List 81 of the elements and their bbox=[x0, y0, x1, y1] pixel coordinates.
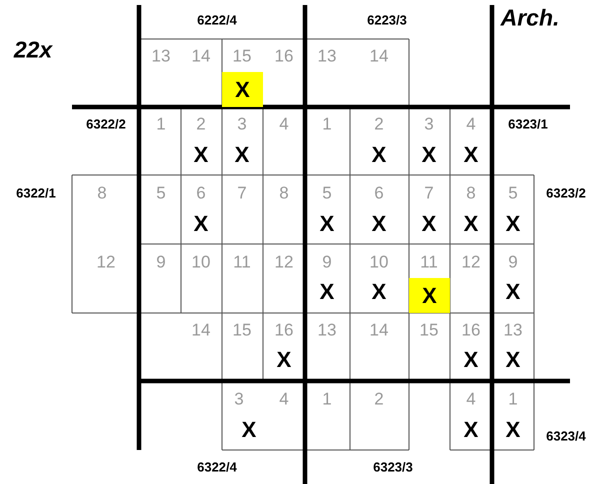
cell-number: 9 bbox=[508, 254, 518, 270]
cell-number: 3 bbox=[234, 390, 244, 408]
cross-mark: X bbox=[320, 281, 334, 303]
cross-mark: X bbox=[422, 213, 436, 235]
cell-number: 11 bbox=[233, 254, 251, 270]
cell-number: 7 bbox=[237, 184, 247, 202]
cross-mark: X bbox=[464, 349, 478, 371]
cell-number: 13 bbox=[318, 48, 336, 64]
cell-number: 14 bbox=[192, 48, 210, 64]
cross-mark: X bbox=[372, 144, 386, 166]
cell-number: 16 bbox=[274, 322, 294, 338]
cell-number: 11 bbox=[420, 254, 438, 270]
cell-number: 15 bbox=[232, 48, 252, 64]
cell-number: 12 bbox=[274, 254, 294, 270]
cross-mark: X bbox=[194, 144, 208, 166]
cell-number: 1 bbox=[156, 116, 166, 132]
cell-number: 14 bbox=[192, 322, 210, 338]
sheet-label: 6323/4 bbox=[546, 430, 586, 442]
cell-number: 8 bbox=[279, 184, 289, 202]
cell-number: 13 bbox=[318, 322, 336, 338]
cell-number: 5 bbox=[508, 184, 518, 202]
cross-mark: X bbox=[506, 281, 520, 303]
sheet-label: 6322/2 bbox=[86, 118, 126, 130]
cell-number: 4 bbox=[279, 116, 289, 132]
highlighted-cross-mark: X bbox=[222, 72, 263, 107]
cell-number: 8 bbox=[466, 184, 476, 202]
cell-number: 2 bbox=[196, 116, 206, 132]
cell-number: 16 bbox=[274, 48, 294, 64]
cell-number: 16 bbox=[462, 322, 480, 338]
cross-mark: X bbox=[464, 419, 478, 441]
cell-number: 2 bbox=[374, 116, 384, 132]
cell-number: 13 bbox=[152, 48, 170, 64]
cell-number: 5 bbox=[322, 184, 332, 202]
cell-number: 1 bbox=[322, 390, 332, 408]
heading: Arch. bbox=[500, 6, 560, 30]
cell-number: 12 bbox=[96, 254, 116, 270]
heading: 22x bbox=[14, 38, 52, 62]
sheet-label: 6323/2 bbox=[546, 186, 586, 200]
cell-number: 15 bbox=[232, 322, 252, 338]
cross-mark: X bbox=[372, 281, 386, 303]
sheet-label: 6323/1 bbox=[508, 118, 548, 130]
cell-number: 10 bbox=[192, 254, 210, 270]
cross-mark: X bbox=[464, 144, 478, 166]
cross-mark: X bbox=[194, 213, 208, 235]
cross-mark: X bbox=[242, 419, 256, 441]
cross-mark: X bbox=[506, 213, 520, 235]
cross-mark: X bbox=[506, 419, 520, 441]
cell-number: 2 bbox=[374, 390, 384, 408]
sheet-label: 6222/4 bbox=[197, 14, 237, 26]
cross-mark: X bbox=[506, 349, 520, 371]
cell-number: 1 bbox=[322, 116, 332, 132]
cell-number: 4 bbox=[466, 116, 476, 132]
cell-number: 13 bbox=[504, 322, 522, 338]
cell-number: 7 bbox=[424, 184, 434, 202]
cell-number: 10 bbox=[370, 254, 388, 270]
cell-number: 6 bbox=[374, 184, 384, 202]
sheet-label: 6322/1 bbox=[16, 186, 56, 200]
highlighted-cross-mark: X bbox=[409, 278, 450, 313]
sheet-label: 6323/3 bbox=[373, 460, 413, 474]
cell-number: 4 bbox=[279, 390, 289, 408]
sheet-label: 6322/4 bbox=[197, 460, 237, 474]
cell-number: 9 bbox=[156, 254, 166, 270]
cell-number: 5 bbox=[156, 184, 166, 202]
cross-mark: X bbox=[372, 213, 386, 235]
cell-number: 15 bbox=[420, 322, 438, 338]
cross-mark: X bbox=[422, 144, 436, 166]
cell-number: 12 bbox=[462, 254, 480, 270]
cell-number: 4 bbox=[466, 390, 476, 408]
cross-mark: X bbox=[464, 213, 478, 235]
cross-mark: X bbox=[234, 144, 250, 166]
cell-number: 3 bbox=[237, 116, 247, 132]
cell-number: 9 bbox=[322, 254, 332, 270]
cell-number: 14 bbox=[370, 322, 388, 338]
cross-mark: X bbox=[276, 349, 292, 371]
cell-number: 8 bbox=[97, 184, 107, 202]
cell-number: 3 bbox=[424, 116, 434, 132]
sheet-label: 6223/3 bbox=[367, 14, 407, 26]
cross-mark: X bbox=[320, 213, 334, 235]
cell-number: 6 bbox=[196, 184, 206, 202]
cell-number: 1 bbox=[508, 390, 518, 408]
cell-number: 14 bbox=[370, 48, 388, 64]
